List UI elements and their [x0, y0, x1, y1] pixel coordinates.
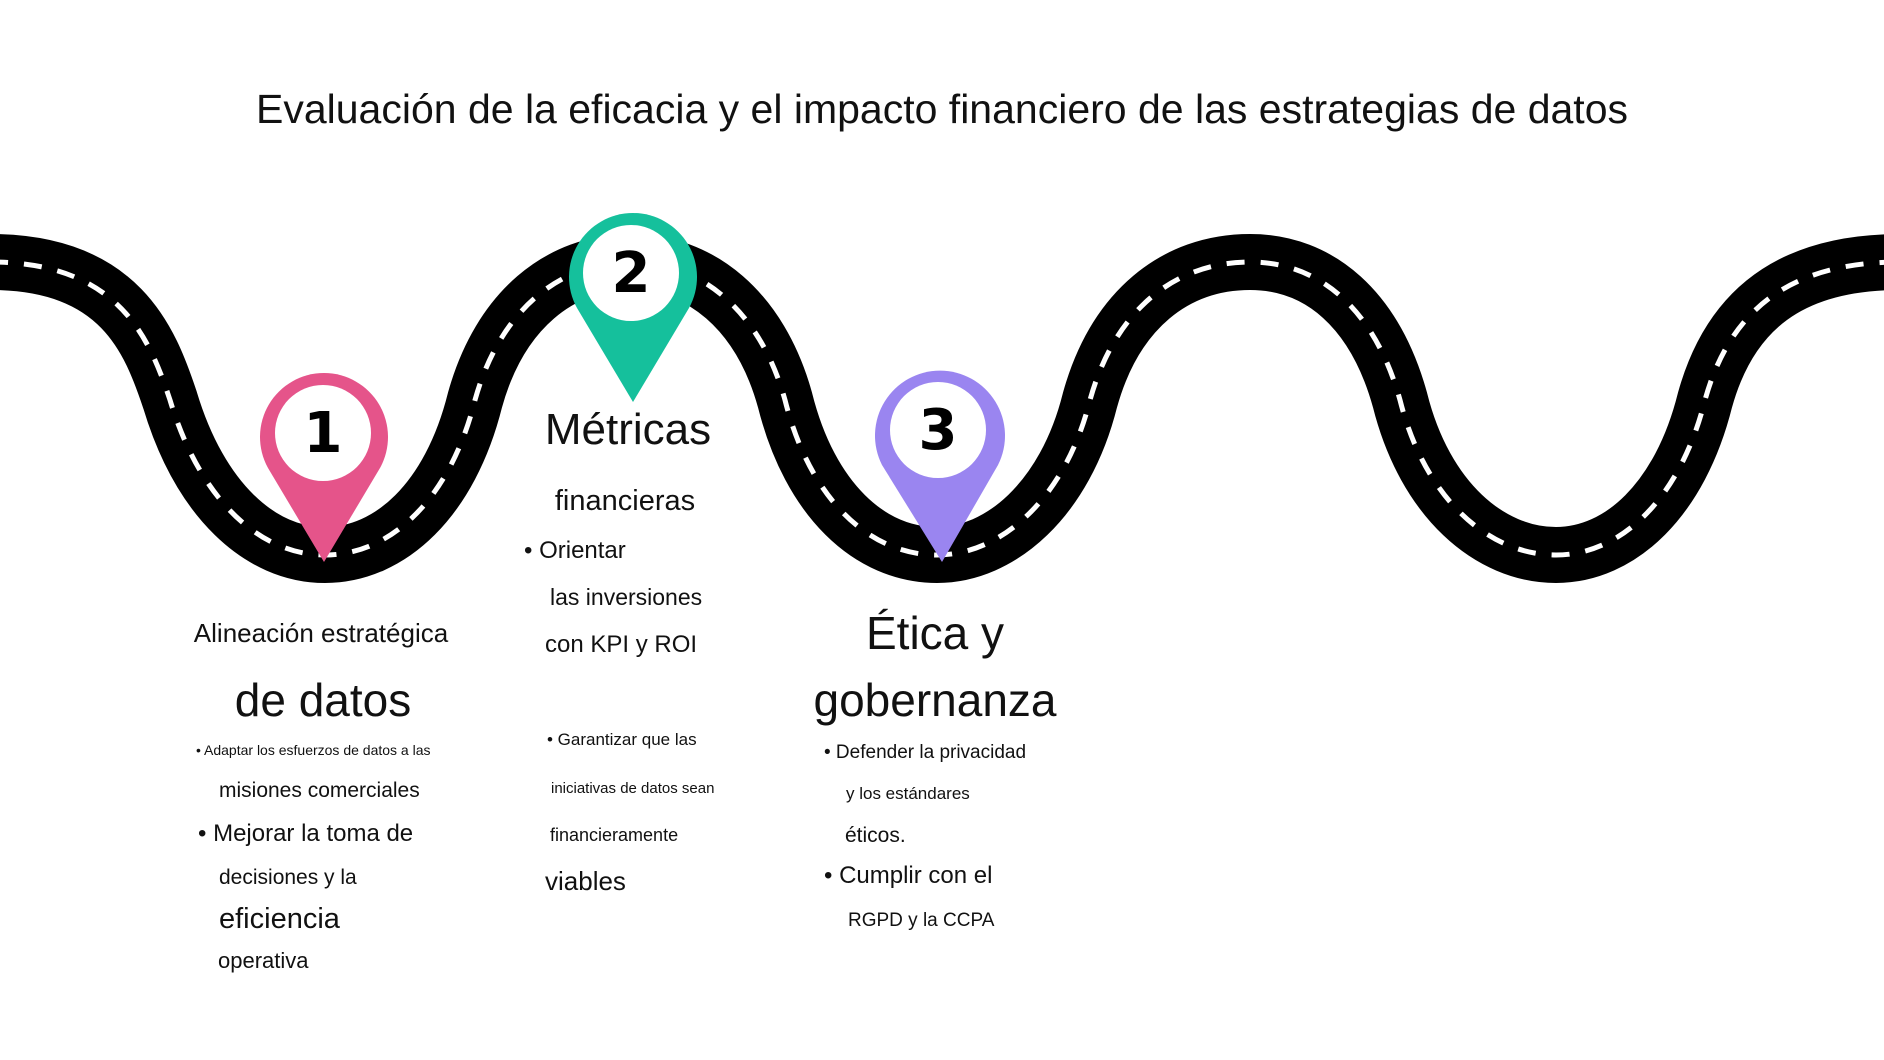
step-2-line: • Garantizar que las — [547, 730, 697, 749]
pin-1-number: 1 — [304, 401, 343, 466]
step-1-line: misiones comerciales — [219, 779, 420, 802]
step-2-line: iniciativas de datos sean — [551, 780, 715, 797]
step-3-line: y los estándares — [846, 784, 970, 803]
step-2-line: financieramente — [550, 825, 679, 845]
step-2-line: con KPI y ROI — [545, 631, 698, 658]
step-3-heading-line-2: gobernanza — [813, 674, 1057, 726]
step-2-line: viables — [545, 866, 626, 896]
pin-2-icon: 2 — [569, 213, 697, 402]
step-3-line: éticos. — [845, 824, 906, 847]
step-1-line: operativa — [218, 948, 309, 973]
step-1-heading-line-1: Alineación estratégica — [193, 618, 449, 648]
step-3-line: • Cumplir con el — [824, 862, 993, 889]
step-1-heading-line-2: de datos — [234, 674, 412, 726]
step-3-line: RGPD y la CCPA — [848, 910, 995, 931]
step-1-line: • Mejorar la toma de — [198, 820, 414, 847]
pin-2-number: 2 — [612, 241, 651, 306]
step-1-line: eficiencia — [219, 903, 340, 935]
step-2-line: • Orientar — [524, 537, 626, 564]
step-2-line: las inversiones — [550, 584, 703, 610]
pin-3-icon: 3 — [875, 370, 1005, 562]
step-3-heading-line-1: Ética y — [865, 607, 1005, 659]
step-1-line: • Adaptar los esfuerzos de datos a las — [196, 742, 431, 758]
step-2-heading-line-1: Métricas — [544, 405, 712, 454]
step-3-line: • Defender la privacidad — [824, 742, 1027, 763]
page-title: Evaluación de la eficacia y el impacto f… — [255, 86, 1629, 132]
pin-1-icon: 1 — [260, 373, 388, 562]
pin-3-number: 3 — [919, 398, 958, 463]
step-2-heading-line-2: financieras — [554, 485, 696, 517]
step-1-line: decisiones y la — [219, 866, 357, 889]
